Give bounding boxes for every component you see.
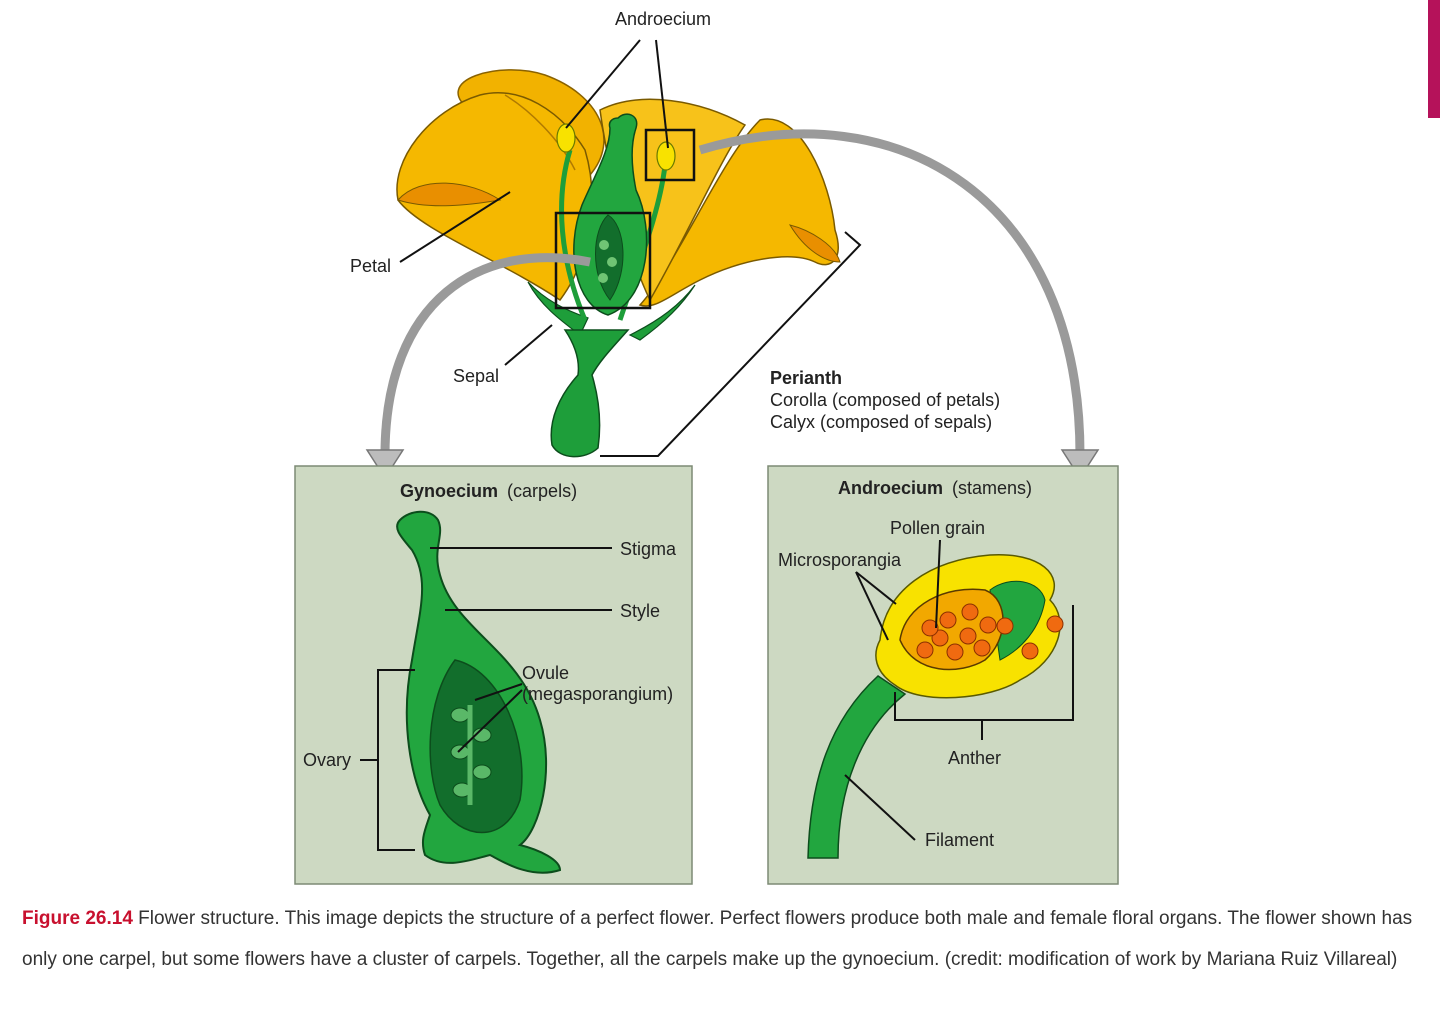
- arrow-to-gynoecium: [380, 253, 591, 456]
- label-corolla: Corolla (composed of petals): [770, 390, 1000, 410]
- label-androecium-top: Androecium: [615, 9, 711, 29]
- label-style: Style: [620, 601, 660, 621]
- filament: [807, 675, 907, 859]
- androecium-panel-title: Androecium (stamens): [838, 478, 1032, 498]
- figure-caption-text: Flower structure. This image depicts the…: [22, 908, 1413, 970]
- androecium-panel: Androecium (stamens) Pollen grain Micros…: [767, 465, 1119, 885]
- label-stigma: Stigma: [620, 539, 677, 559]
- gynoecium-title-bold: Gynoecium: [400, 481, 498, 501]
- gynoecium-panel-title: Gynoecium (carpels): [400, 481, 577, 501]
- gynoecium-title-paren: (carpels): [507, 481, 577, 501]
- figure-number: Figure 26.14: [22, 908, 133, 929]
- label-perianth: Perianth: [770, 368, 842, 388]
- figure-caption: Figure 26.14 Flower structure. This imag…: [22, 898, 1422, 980]
- arrow-to-androecium: [698, 129, 1085, 456]
- label-filament: Filament: [925, 830, 994, 850]
- label-anther: Anther: [948, 748, 1001, 768]
- label-ovule: Ovule: [522, 663, 569, 683]
- androecium-title-bold: Androecium: [838, 478, 943, 498]
- leader-lines-top: [399, 39, 862, 457]
- label-microsporangia: Microsporangia: [778, 550, 902, 570]
- label-calyx: Calyx (composed of sepals): [770, 412, 992, 432]
- petal-right: [638, 118, 839, 307]
- ovules: [450, 705, 492, 805]
- androecium-title-paren: (stamens): [952, 478, 1032, 498]
- label-megasporangium: (megasporangium): [522, 684, 673, 704]
- zoom-box-androecium: [644, 128, 696, 182]
- pollen-grains: [916, 603, 1064, 661]
- label-petal: Petal: [350, 256, 391, 276]
- zoom-arrows: [365, 129, 1100, 480]
- receptacle: [550, 329, 630, 458]
- accent-bar: [1428, 0, 1440, 118]
- label-sepal: Sepal: [453, 366, 499, 386]
- carpel: [573, 113, 648, 316]
- gynoecium-panel: Gynoecium (carpels) Stigma Style Ovule (…: [294, 465, 693, 885]
- label-pollen-grain: Pollen grain: [890, 518, 985, 538]
- label-ovary: Ovary: [303, 750, 351, 770]
- sepal-right: [628, 284, 696, 341]
